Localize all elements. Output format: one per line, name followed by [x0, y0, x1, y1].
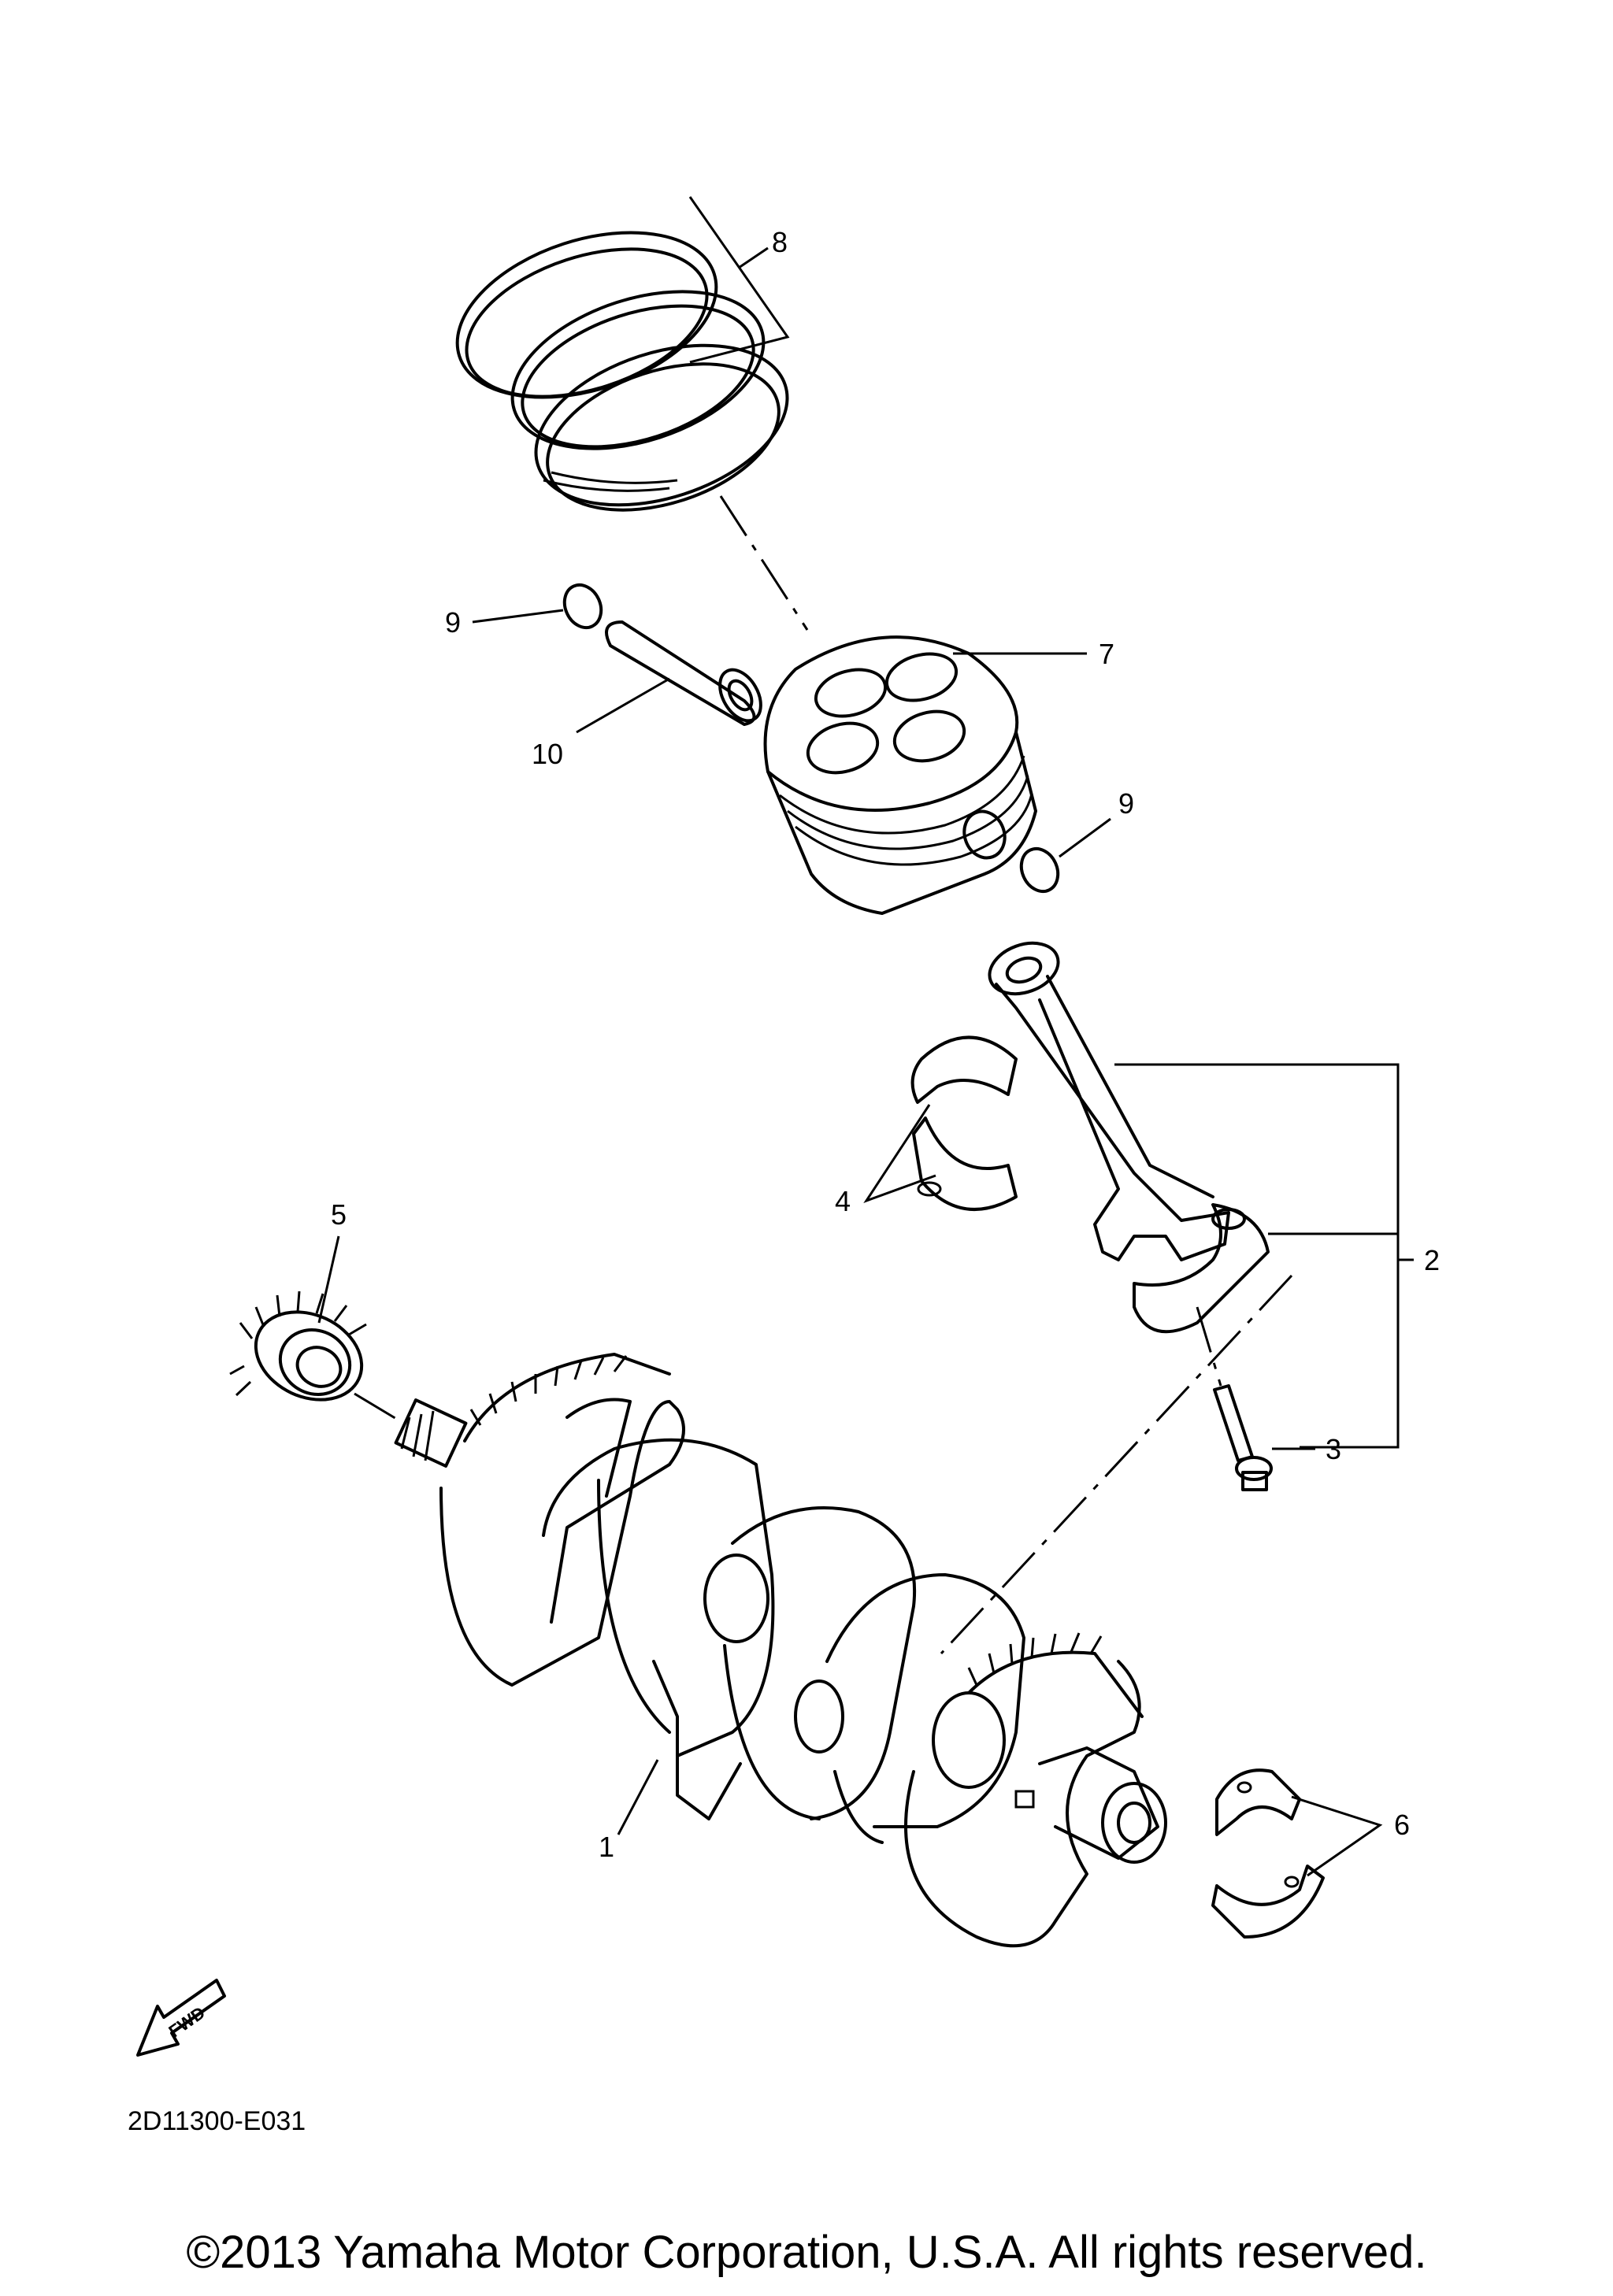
callout-5-leader — [317, 1235, 340, 1324]
callout-9b-leader — [1059, 817, 1111, 858]
circlip-bottom — [1019, 846, 1060, 894]
fwd-label: FWD — [165, 2002, 209, 2041]
centerline-bolt — [1196, 1306, 1222, 1387]
circlip-top — [562, 583, 603, 630]
callout-3: 3 — [1326, 1433, 1341, 1465]
rod-bolt — [1213, 1384, 1273, 1491]
callout-4-leader — [863, 1104, 936, 1203]
crank-gear — [229, 1291, 367, 1402]
callout-8-bracket — [688, 196, 790, 364]
centerline-gear — [354, 1392, 399, 1421]
callout-9b: 9 — [1118, 787, 1134, 820]
callout-9a-leader — [472, 609, 564, 624]
callout-6: 6 — [1394, 1809, 1410, 1841]
callout-2: 2 — [1424, 1244, 1440, 1276]
callout-4: 4 — [835, 1185, 851, 1217]
callout-10: 10 — [532, 738, 563, 770]
piston — [763, 635, 1037, 915]
callout-10-leader — [576, 677, 670, 734]
main-bearings — [1211, 1768, 1325, 1939]
callout-7: 7 — [1099, 638, 1114, 670]
callout-6-leader — [1291, 1795, 1383, 1877]
callout-2-bracket — [1114, 1063, 1400, 1449]
diagram-code: 2D11300-E031 — [128, 2106, 306, 2136]
connecting-rod — [988, 941, 1270, 1334]
piston-pin — [605, 620, 762, 726]
callout-8: 8 — [772, 226, 788, 258]
centerline-rod-crank — [940, 1274, 1293, 1655]
callout-8-leader — [738, 246, 769, 269]
callout-5: 5 — [331, 1198, 347, 1231]
callout-9a: 9 — [445, 606, 461, 639]
fwd-arrow-icon: FWD — [136, 1979, 226, 2057]
big-end-bearings — [910, 1035, 1018, 1211]
crankshaft — [394, 1353, 1167, 1948]
callout-1-leader — [617, 1759, 659, 1835]
centerline-rings-piston — [719, 495, 809, 631]
copyright: ©2013 Yamaha Motor Corporation, U.S.A. A… — [186, 2227, 1426, 2278]
callout-1: 1 — [599, 1831, 614, 1863]
piston-rings — [455, 231, 789, 512]
